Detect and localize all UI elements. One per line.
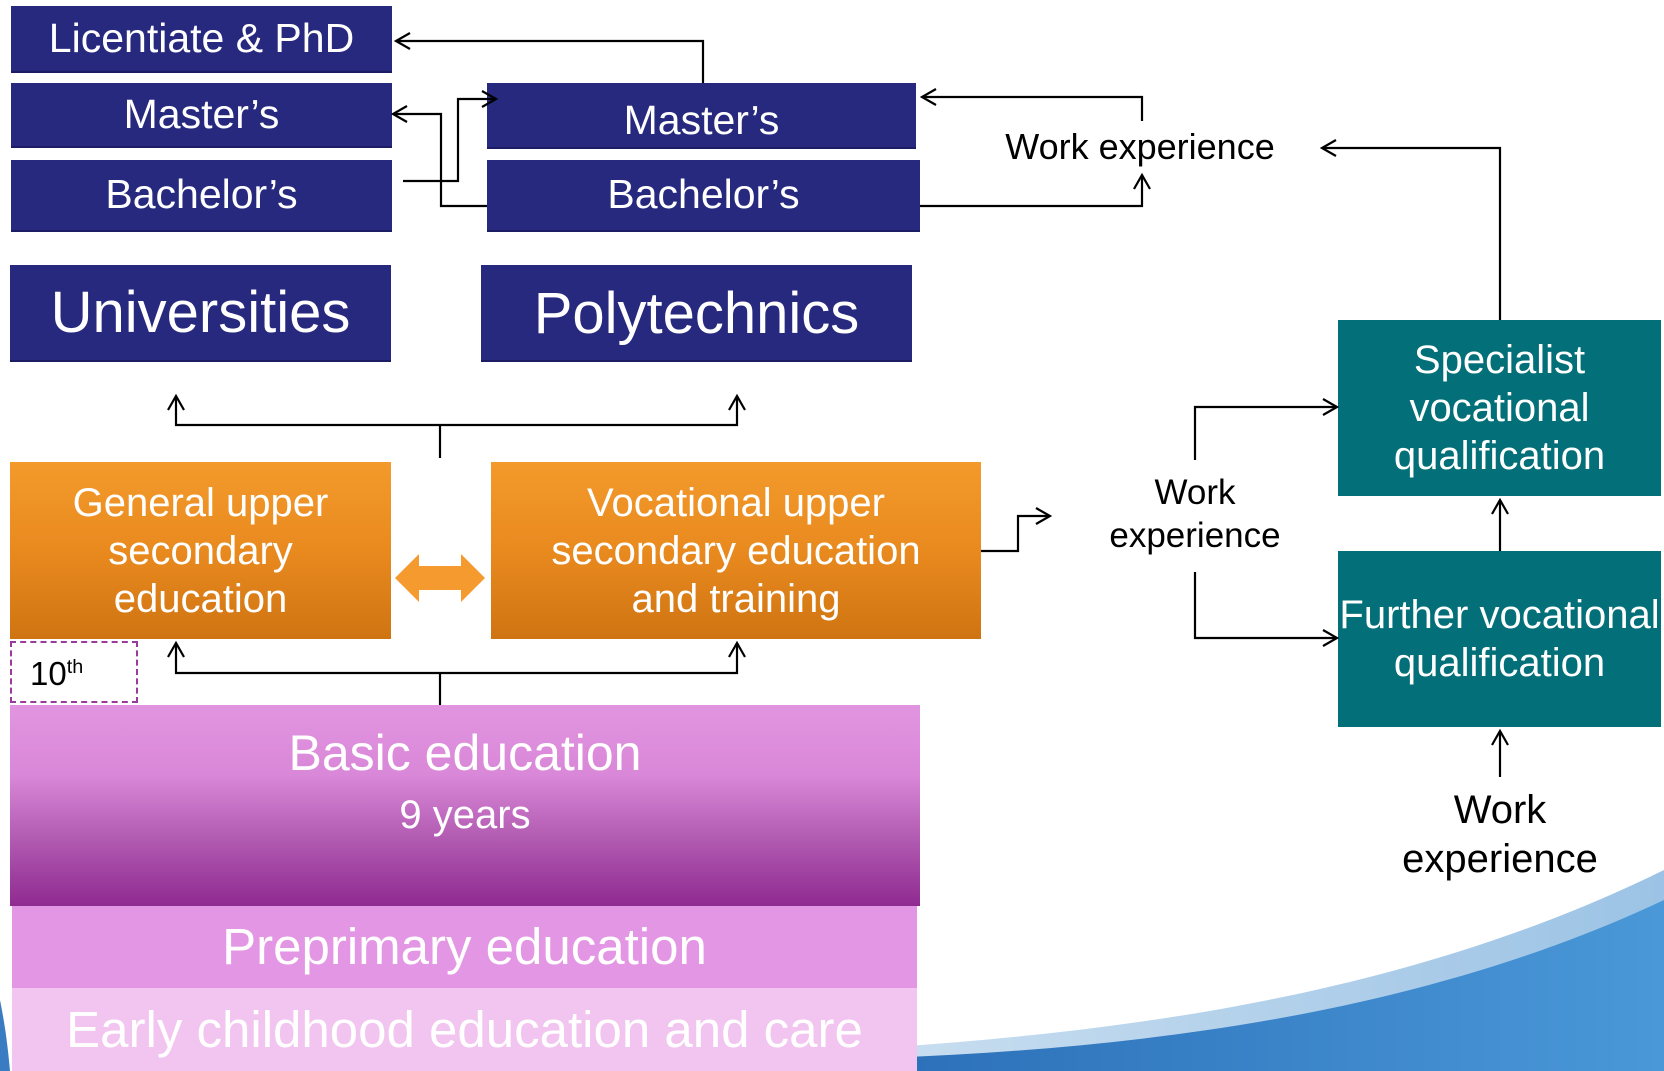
university-masters-label: Master’s <box>123 90 280 137</box>
double-arrow-icon <box>395 554 485 602</box>
polytechnics-clipped-label: schools <box>598 351 795 360</box>
polytechnics-box: Polytechnics schools <box>481 265 912 362</box>
basic-education-box: Basic education 9 years <box>10 705 920 906</box>
general-upper-secondary-box: General upper secondary education <box>10 462 391 639</box>
specialist-vocational-box: Specialist vocational qualification <box>1338 320 1661 496</box>
arrow-specialist-to-work <box>1322 146 1502 320</box>
arrow-vocational-to-work <box>981 514 1050 553</box>
basic-education-title: Basic education <box>288 725 642 781</box>
arrow-univ-bachelors-to-poly-masters <box>403 97 496 183</box>
licentiate-phd-label: Licentiate & PhD <box>48 14 355 61</box>
work-experience-bottom-label: Work experience <box>1402 788 1598 881</box>
university-bachelors-label: Bachelor’s <box>105 171 298 218</box>
arrow-poly-bachelors-to-univ-masters <box>393 112 487 208</box>
general-upper-secondary-label: General upper secondary education <box>72 480 329 621</box>
early-childhood-label: Early childhood education and care <box>66 1000 863 1058</box>
vocational-upper-secondary-box: Vocational upper secondary education and… <box>491 462 981 639</box>
university-bachelors-box: Bachelor’s <box>11 160 392 232</box>
arrow-poly-bachelors-to-work <box>920 175 1144 208</box>
arrow-work-to-poly-masters <box>922 95 1144 121</box>
polytechnic-bachelors-label: Bachelor’s <box>607 171 800 218</box>
basic-education-duration: 9 years <box>399 793 531 837</box>
preprimary-label: Preprimary education <box>222 918 707 976</box>
arrow-work-to-further <box>1193 572 1337 640</box>
specialist-vocational-label: Specialist vocational qualification <box>1393 338 1606 478</box>
polytechnic-masters-label: Master’s <box>623 96 780 143</box>
polytechnic-bachelors-box: Bachelor’s <box>487 160 920 232</box>
further-vocational-box: Further vocational qualification <box>1338 551 1661 727</box>
further-vocational-label: Further vocational qualification <box>1339 593 1660 685</box>
tenth-grade-box: 10th <box>10 641 138 703</box>
universities-box: Universities <box>10 265 391 362</box>
university-masters-box: Master’s <box>11 83 392 148</box>
arrow-poly-masters-to-phd <box>396 39 705 83</box>
polytechnic-masters-box: Master’s <box>487 83 916 149</box>
licentiate-phd-box: Licentiate & PhD <box>11 6 392 73</box>
early-childhood-box: Early childhood education and care <box>12 988 917 1071</box>
work-experience-middle-label: Work experience <box>1109 473 1281 555</box>
tenth-grade-number: 10 <box>30 655 67 692</box>
polytechnics-label: Polytechnics <box>533 281 860 346</box>
work-experience-top-label: Work experience <box>1005 126 1275 167</box>
universities-label: Universities <box>50 279 351 345</box>
arrow-work-to-specialist <box>1193 405 1337 460</box>
tenth-grade-suffix: th <box>66 656 84 678</box>
preprimary-box: Preprimary education <box>12 906 917 988</box>
vocational-upper-secondary-label: Vocational upper secondary education and… <box>551 480 921 621</box>
